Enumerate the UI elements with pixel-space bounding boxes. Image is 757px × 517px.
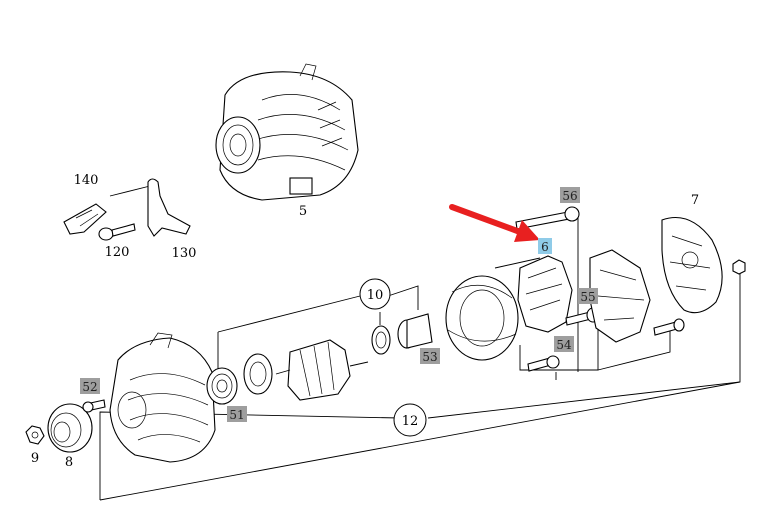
svg-text:56: 56 (562, 189, 577, 203)
svg-text:10: 10 (367, 288, 384, 303)
label-bracket-130: 130 (172, 246, 197, 261)
label-bolt-56: 56 (560, 187, 580, 203)
alternator-assembly (215, 63, 359, 201)
bearing-51-part (206, 367, 238, 405)
rotor-part (275, 339, 369, 401)
red-pointer-arrow-icon (449, 204, 540, 242)
stator-part (445, 275, 519, 361)
assembly-lines (99, 185, 741, 501)
label-rear-cover: 7 (691, 193, 699, 208)
label-screw-52: 52 (80, 378, 100, 394)
svg-text:55: 55 (580, 290, 595, 304)
long-bolt-56-part (515, 206, 580, 230)
nut-part (25, 425, 45, 445)
label-screw-54: 54 (554, 336, 574, 352)
front-housing (109, 332, 216, 463)
svg-text:54: 54 (556, 338, 572, 352)
label-pulley: 8 (65, 455, 73, 470)
label-brush-holder: 6 (538, 238, 552, 254)
sleeve-53-part (397, 313, 433, 349)
svg-text:51: 51 (229, 408, 244, 422)
bracket-part (147, 178, 191, 237)
label-screw-55: 55 (578, 288, 598, 304)
bolt-part (98, 223, 136, 241)
label-bearing-group: 10 (359, 278, 391, 310)
label-alternator: 5 (299, 204, 307, 219)
label-bolt-120: 120 (105, 245, 130, 260)
pulley-part (47, 403, 93, 453)
label-nut: 9 (31, 451, 39, 466)
screw-52-part (82, 399, 106, 413)
far-right-nut-part (732, 259, 746, 275)
svg-text:12: 12 (402, 414, 419, 429)
rear-cover-part (661, 216, 723, 314)
cover-bolt-part (653, 318, 685, 336)
clip-part (63, 203, 107, 235)
label-assembly-group: 12 (393, 403, 427, 437)
label-sleeve-53: 53 (420, 348, 440, 364)
brush-holder-part (517, 255, 573, 333)
svg-text:52: 52 (82, 380, 97, 394)
label-clip-140: 140 (74, 173, 99, 188)
label-bearing-51: 51 (227, 406, 247, 422)
svg-text:6: 6 (541, 240, 549, 254)
svg-text:53: 53 (422, 350, 437, 364)
plate-part (243, 353, 273, 395)
rectifier-part (589, 249, 651, 343)
bearing-10-part (371, 325, 391, 355)
screw-54-part (527, 355, 560, 372)
